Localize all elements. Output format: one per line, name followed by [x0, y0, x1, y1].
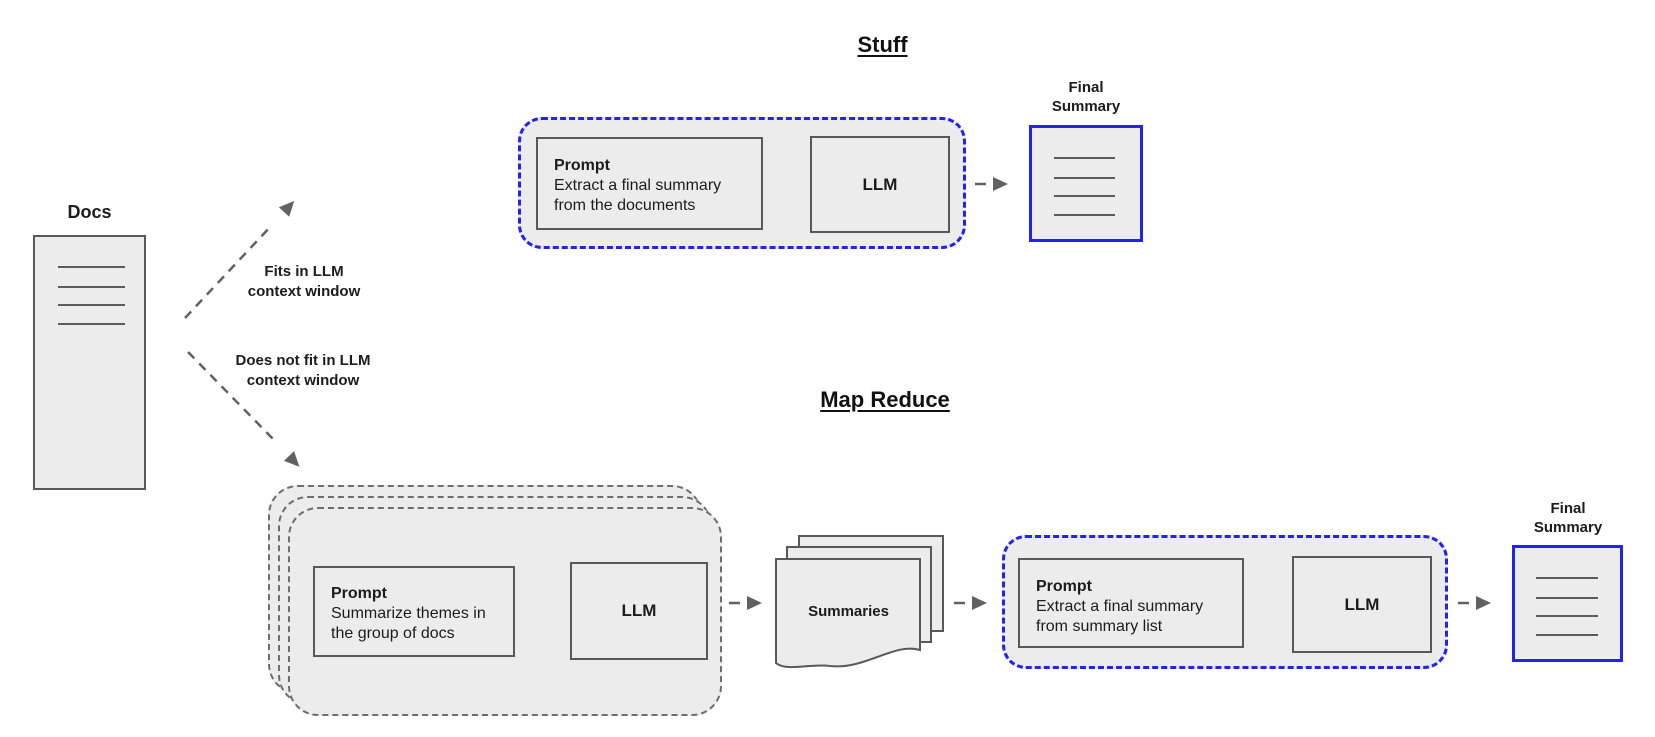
map-llm-label: LLM	[621, 601, 657, 620]
branch-label-does-not-fit: Does not fit in LLM context window	[235, 352, 371, 389]
stuff-prompt-box: Prompt Extract a final summary from the …	[536, 137, 763, 230]
stuff-llm-box: LLM	[810, 136, 950, 233]
reduce-prompt-box: Prompt Extract a final summary from summ…	[1018, 558, 1244, 648]
docs-label: Docs	[67, 202, 112, 222]
reduce-final-summary-label: Final Summary	[1533, 500, 1603, 536]
document-line-icon	[1054, 177, 1115, 179]
summaries-label: Summaries	[808, 603, 889, 620]
stuff-title: Stuff	[857, 32, 908, 57]
reduce-llm-label: LLM	[1344, 594, 1380, 614]
document-line-icon	[1054, 195, 1115, 197]
document-line-icon	[1536, 597, 1598, 599]
document-line-icon	[1536, 615, 1598, 617]
reduce-final-summary-document-icon	[1512, 545, 1623, 662]
map-prompt-body: Summarize themes in the group of docs	[331, 605, 486, 642]
does-not-fit-arrow	[187, 351, 300, 467]
stuff-final-summary-document-icon	[1029, 125, 1143, 242]
document-line-icon	[1054, 157, 1115, 159]
reduce-prompt-body: Extract a final summary from summary lis…	[1036, 598, 1204, 635]
map-prompt-title: Prompt	[331, 585, 387, 602]
map-to-summaries-arrow	[729, 596, 762, 610]
document-line-icon	[58, 286, 125, 288]
document-line-icon	[1536, 634, 1598, 636]
stuff-llm-to-final-arrow	[975, 177, 1008, 191]
reduce-prompt-title: Prompt	[1036, 578, 1092, 595]
stuff-llm-label: LLM	[862, 174, 898, 194]
map-prompt-box: Prompt Summarize themes in the group of …	[313, 566, 515, 657]
stuff-final-summary-label: Final Summary	[1051, 79, 1121, 115]
map-llm-box: LLM	[570, 562, 708, 660]
document-line-icon	[58, 266, 125, 268]
stuff-prompt-body: Extract a final summary from the documen…	[554, 177, 722, 214]
stuff-prompt-title: Prompt	[554, 157, 610, 174]
fits-arrow	[184, 201, 295, 319]
document-line-icon	[58, 304, 125, 306]
summaries-pages-icon	[775, 535, 944, 669]
docs-document-icon	[33, 235, 146, 490]
document-line-icon	[1054, 214, 1115, 216]
document-line-icon	[58, 323, 125, 325]
reduce-to-final-arrow	[1458, 596, 1491, 610]
reduce-llm-box: LLM	[1292, 556, 1432, 653]
document-line-icon	[1536, 577, 1598, 579]
summaries-to-reduce-arrow	[954, 596, 987, 610]
branch-label-fits: Fits in LLM context window	[247, 263, 361, 300]
map-reduce-title: Map Reduce	[820, 387, 950, 412]
